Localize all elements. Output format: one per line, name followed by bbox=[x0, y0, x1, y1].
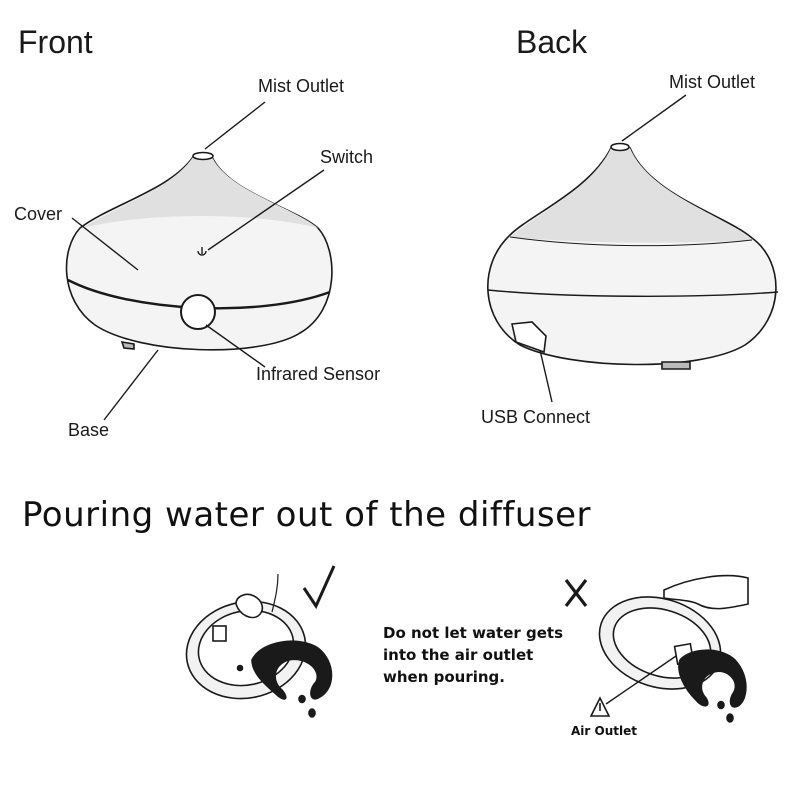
leader-mist-outlet-front bbox=[204, 101, 266, 150]
infrared-sensor-window bbox=[180, 294, 216, 330]
wrong-water-stream bbox=[678, 649, 747, 708]
power-icon bbox=[197, 247, 207, 256]
back-divider-line bbox=[487, 289, 779, 297]
leader-mist-outlet-back bbox=[621, 94, 687, 142]
correct-pour-illustration bbox=[185, 573, 333, 718]
correct-drop-1 bbox=[298, 694, 306, 704]
front-mist-outlet bbox=[192, 151, 214, 161]
leader-air-outlet bbox=[605, 655, 677, 705]
check-mark-icon bbox=[302, 565, 336, 610]
back-cover-edge bbox=[509, 236, 753, 247]
correct-water-stream bbox=[251, 640, 333, 700]
infrared-sensor-label: Infrared Sensor bbox=[256, 364, 381, 384]
back-mist-outlet bbox=[610, 142, 630, 152]
front-base-foot bbox=[120, 340, 135, 350]
back-leader-lines bbox=[539, 94, 687, 403]
front-diffuser bbox=[65, 151, 333, 351]
back-view-title: Back bbox=[516, 24, 588, 60]
air-outlet-label: Air Outlet bbox=[571, 724, 637, 738]
front-leader-lines bbox=[71, 101, 325, 421]
leader-usb-connect bbox=[539, 349, 553, 403]
back-mist-outlet-label: Mist Outlet bbox=[669, 72, 756, 92]
pouring-section-title: Pouring water out of the diffuser bbox=[22, 495, 591, 535]
wrong-drop-1 bbox=[717, 700, 725, 710]
wrong-pour-illustration bbox=[589, 574, 749, 723]
switch-label: Switch bbox=[320, 147, 374, 167]
cover-label: Cover bbox=[14, 204, 63, 224]
warning-line-3: when pouring. bbox=[383, 668, 505, 686]
wrong-drop-2 bbox=[726, 713, 734, 723]
leader-infrared-sensor bbox=[205, 324, 266, 368]
warning-line-1: Do not let water gets bbox=[383, 624, 564, 642]
correct-drop-2 bbox=[308, 708, 316, 718]
wrong-hand bbox=[663, 574, 749, 610]
front-cover-top bbox=[82, 157, 318, 228]
back-base-foot bbox=[661, 361, 691, 370]
front-mist-outlet-label: Mist Outlet bbox=[258, 76, 345, 96]
correct-inner-dot bbox=[236, 664, 244, 672]
leader-switch bbox=[207, 169, 325, 251]
back-diffuser bbox=[487, 142, 779, 370]
leader-base bbox=[103, 349, 159, 421]
warning-line-2: into the air outlet bbox=[383, 646, 534, 664]
front-view-title: Front bbox=[18, 24, 93, 60]
correct-hand bbox=[235, 593, 264, 619]
cross-mark-icon bbox=[564, 579, 588, 607]
correct-air-outlet bbox=[212, 625, 227, 642]
back-cover-top bbox=[510, 148, 752, 243]
base-label: Base bbox=[68, 420, 110, 440]
pouring-warning-text: Do not let water gets into the air outle… bbox=[383, 622, 563, 688]
leader-cover bbox=[71, 217, 139, 271]
usb-connect-label: USB Connect bbox=[481, 407, 591, 427]
usb-port bbox=[511, 321, 547, 354]
